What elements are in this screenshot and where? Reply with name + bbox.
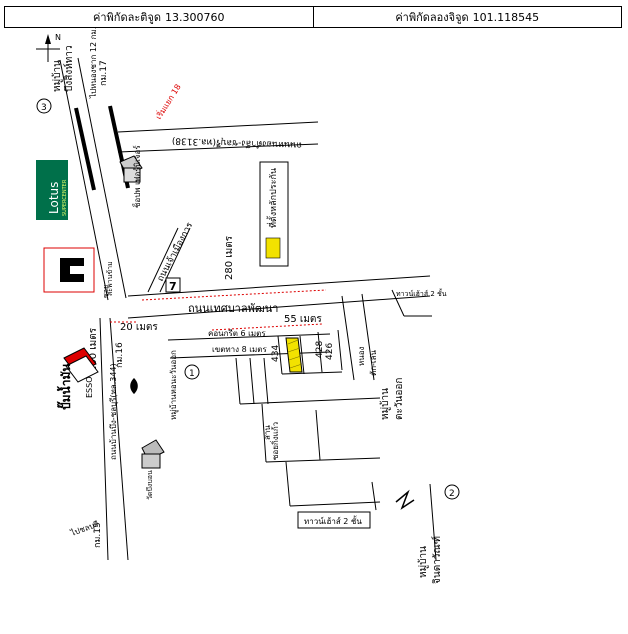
longitude-cell: ค่าพิกัดลองจิจูด 101.118545	[312, 7, 622, 27]
seven-eleven-icon: 7	[165, 277, 181, 293]
nong2-label: ตัก-เล่น	[369, 349, 378, 376]
km-17: กม.17	[99, 60, 109, 86]
marker-1: 1	[184, 364, 200, 380]
north-label: N	[55, 33, 61, 42]
village2-line1: หมู่บ้าน	[417, 546, 429, 578]
distance-20: 20 เมตร	[120, 322, 158, 333]
shop-label: ช็อปพ เฟอร์นิเจอร์	[132, 145, 142, 208]
latitude-label: ค่าพิกัดละติจูด	[93, 11, 161, 24]
latitude-cell: ค่าพิกัดละติจูด 13.300760	[5, 7, 313, 27]
distance-280: 280 เมตร	[224, 235, 235, 280]
village-east-line2: ตะวันออก	[394, 378, 405, 420]
shop-building-icon	[119, 155, 143, 183]
latitude-value: 13.300760	[164, 10, 225, 24]
village3-line1: หมู่บ้าน	[51, 60, 63, 92]
soi-left-label: ซอย	[102, 285, 110, 298]
marker-3: 3	[36, 98, 52, 114]
distance-100: 100 เมตร	[88, 327, 99, 372]
km-15: กม.15	[93, 522, 103, 548]
collateral-plot	[285, 337, 303, 373]
townhouse-bottom: ทาวน์เฮ้าส์ 2 ชั้น	[304, 515, 362, 526]
road-concrete-label: คอนกรีต 6 เมตร	[208, 329, 266, 338]
lot-426: 426	[325, 343, 335, 360]
property-block	[235, 289, 437, 561]
village3-line2: บึงสิงห์ทาว	[63, 45, 75, 92]
svg-text:2: 2	[449, 489, 455, 499]
main-road-label: ไปหนองชาก 12 กม.	[89, 27, 98, 99]
big-c-building	[43, 247, 95, 293]
km-16: กม.16	[115, 342, 125, 368]
road-thesaban-label: ถนนเทศบาลพัฒนา	[188, 302, 278, 315]
red-sign-label: เริ่มแยก 18	[152, 82, 182, 122]
legend-label: ที่ตั้งหลักประกัน	[266, 168, 279, 228]
soi-main	[167, 333, 331, 359]
lot-428: 428	[315, 341, 325, 358]
marker-2: 2	[444, 484, 460, 500]
road-thesaban	[127, 275, 431, 319]
pin-icon	[130, 378, 138, 394]
soi-right-label: ซอยกิ่งแก้ว	[269, 422, 280, 460]
village1-label: หมู่บ้านหอนะวันออก	[169, 350, 179, 420]
seven-eleven-label: 7	[169, 280, 177, 293]
townhouse-top: ทาวน์เฮ้าส์ 2 ชั้น	[396, 287, 447, 298]
village-east-line1: หมู่บ้าน	[379, 388, 391, 420]
svg-text:3: 3	[41, 103, 47, 113]
nong-label: หนอง	[357, 346, 366, 366]
north-arrow-icon: N	[36, 33, 61, 62]
gas-station-icon	[63, 347, 99, 383]
lotus-store: Lotus SUPERCENTER	[36, 160, 68, 220]
road-kanmarnkarn	[147, 227, 191, 293]
svg-text:1: 1	[189, 369, 195, 379]
highway-main	[59, 57, 129, 561]
coordinates-header: ค่าพิกัดละติจูด 13.300760 ค่าพิกัดลองจิจ…	[4, 6, 622, 28]
road-width-label: เขตทาง 8 เมตร	[212, 345, 267, 354]
temple-icon	[141, 439, 165, 469]
village2-line2: จินดาวัณฑ์	[431, 536, 443, 584]
lotus-sub: SUPERCENTER	[62, 179, 68, 216]
longitude-label: ค่าพิกัดลองจิจูด	[395, 11, 469, 24]
legend: ที่ตั้งหลักประกัน	[259, 161, 289, 267]
lot-434: 434	[271, 345, 281, 362]
suan-label: สาน	[263, 425, 272, 440]
road-nongtamlueng	[117, 121, 319, 153]
esso-label: ESSO	[85, 376, 94, 398]
distance-55: 55 เมตร	[284, 314, 322, 325]
lotus-label: Lotus	[47, 182, 61, 214]
longitude-value: 101.118545	[472, 10, 540, 24]
road-banbueng-label: ถนนบ้านบึง-ชลบุรี(ทล.344)	[109, 363, 118, 460]
flyover-label: สะพานข้าม	[106, 261, 114, 296]
temple-label: วัดบึงบอน	[145, 470, 154, 500]
road-nongtamlueng-label: ถนนหนองตำลึง-ชลบุรี(ทล.3138)	[172, 135, 302, 151]
road-kanmarnkarn-label: ถนนเจ้าเมืองการ	[155, 220, 195, 283]
zigzag-icon	[395, 489, 415, 510]
distance-lines	[110, 289, 327, 331]
ptt-label: ปั๊มน้ำมัน	[56, 363, 73, 410]
